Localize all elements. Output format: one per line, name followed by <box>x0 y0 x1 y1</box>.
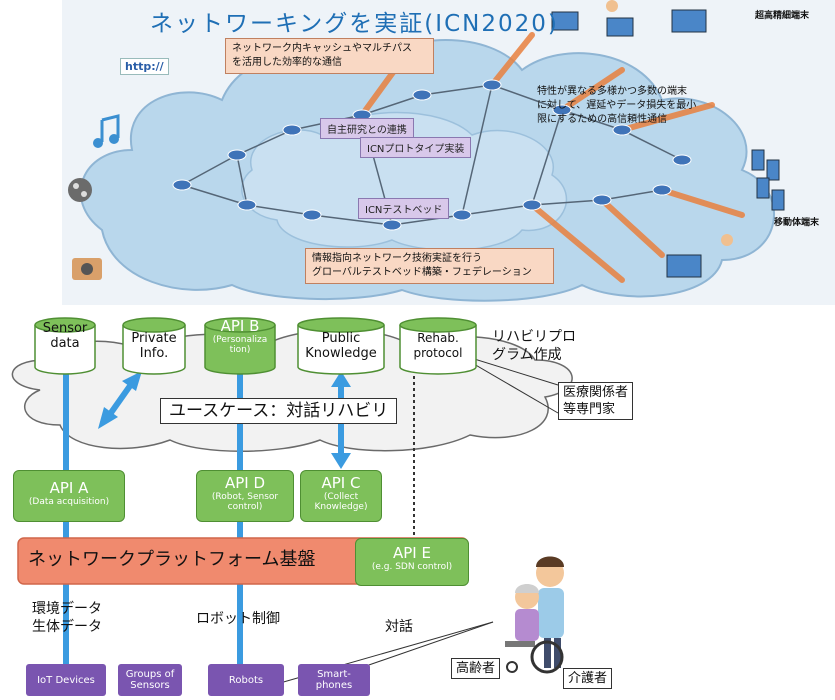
label-icn-testbed: ICNテストベッド <box>358 198 450 219</box>
note-cache-multipath: ネットワーク内キャッシュやマルチパス を活用した効率的な通信 <box>225 38 434 74</box>
iot-devices-box: IoT Devices <box>26 664 106 696</box>
label-mobile-terminal: 移動体端末 <box>774 218 820 228</box>
page-title: ネットワーキングを実証(ICN2020) <box>150 11 559 37</box>
http-icon: http:// <box>120 58 169 75</box>
medical-expert-box: 医療関係者 等専門家 <box>558 382 634 420</box>
label-icn-prototype: ICNプロトタイプ実装 <box>360 137 472 158</box>
cloud-shape <box>11 329 573 452</box>
caregiver-figure <box>536 556 564 668</box>
api-d-box: API D (Robot, Sensor control) <box>196 470 294 522</box>
network-cloud-graphic <box>62 0 835 305</box>
elderly-figure <box>505 584 564 674</box>
dialog-label: 対話 <box>385 619 413 635</box>
sensor-data-cylinder <box>34 325 96 375</box>
public-knowledge-cylinder <box>297 325 385 375</box>
sensor-data-label: Sensor data <box>42 321 88 351</box>
robots-box: Robots <box>208 664 284 696</box>
note-global-testbed: 情報指向ネットワーク技術実証を行う グローバルテストベッド構築・フェデレーション <box>305 248 554 284</box>
system-diagram-graphic <box>11 317 573 684</box>
public-knowledge-label: Public Knowledge <box>305 331 377 361</box>
env-data-label: 環境データ 生体データ <box>32 601 102 635</box>
smartphones-box: Smart- phones <box>298 664 370 696</box>
label-hd-terminal: 超高精細端末 <box>755 11 810 21</box>
rehab-protocol-label: Rehab. protocol <box>413 331 463 360</box>
elderly-label: 高齢者 <box>451 658 501 679</box>
api-e-box: API E (e.g. SDN control) <box>355 538 469 586</box>
label-self-research: 自主研究との連携 <box>320 118 414 139</box>
robot-control-label: ロボット制御 <box>196 611 280 627</box>
note-high-reliability: 特性が異なる多様かつ多数の端末 に対して、遅延やデータ損失を最小 限にするための… <box>537 86 697 125</box>
private-info-label: Private Info. <box>131 331 177 361</box>
rehab-program-label: リハビリプロ グラム作成 <box>492 329 576 363</box>
private-info-cylinder <box>122 325 186 375</box>
rehab-protocol-cylinder <box>399 325 477 375</box>
api-b-cylinder <box>204 325 276 375</box>
api-c-box: API C (Collect Knowledge) <box>300 470 382 522</box>
usecase-box: ユースケース：対話リハビリ <box>160 398 398 424</box>
api-a-box: API A (Data acquisition) <box>13 470 125 522</box>
caregiver-label: 介護者 <box>563 668 613 689</box>
groups-of-sensors-box: Groups of Sensors <box>118 664 182 696</box>
platform-label: ネットワークプラットフォーム基盤 <box>28 549 316 570</box>
private-info-arrow <box>98 371 142 429</box>
icn-network-illustration: ネットワーキングを実証(ICN2020) http:// ネットワーク内キャッシ… <box>62 0 835 305</box>
api-b-label: API B (Personaliza tion) <box>212 317 268 356</box>
